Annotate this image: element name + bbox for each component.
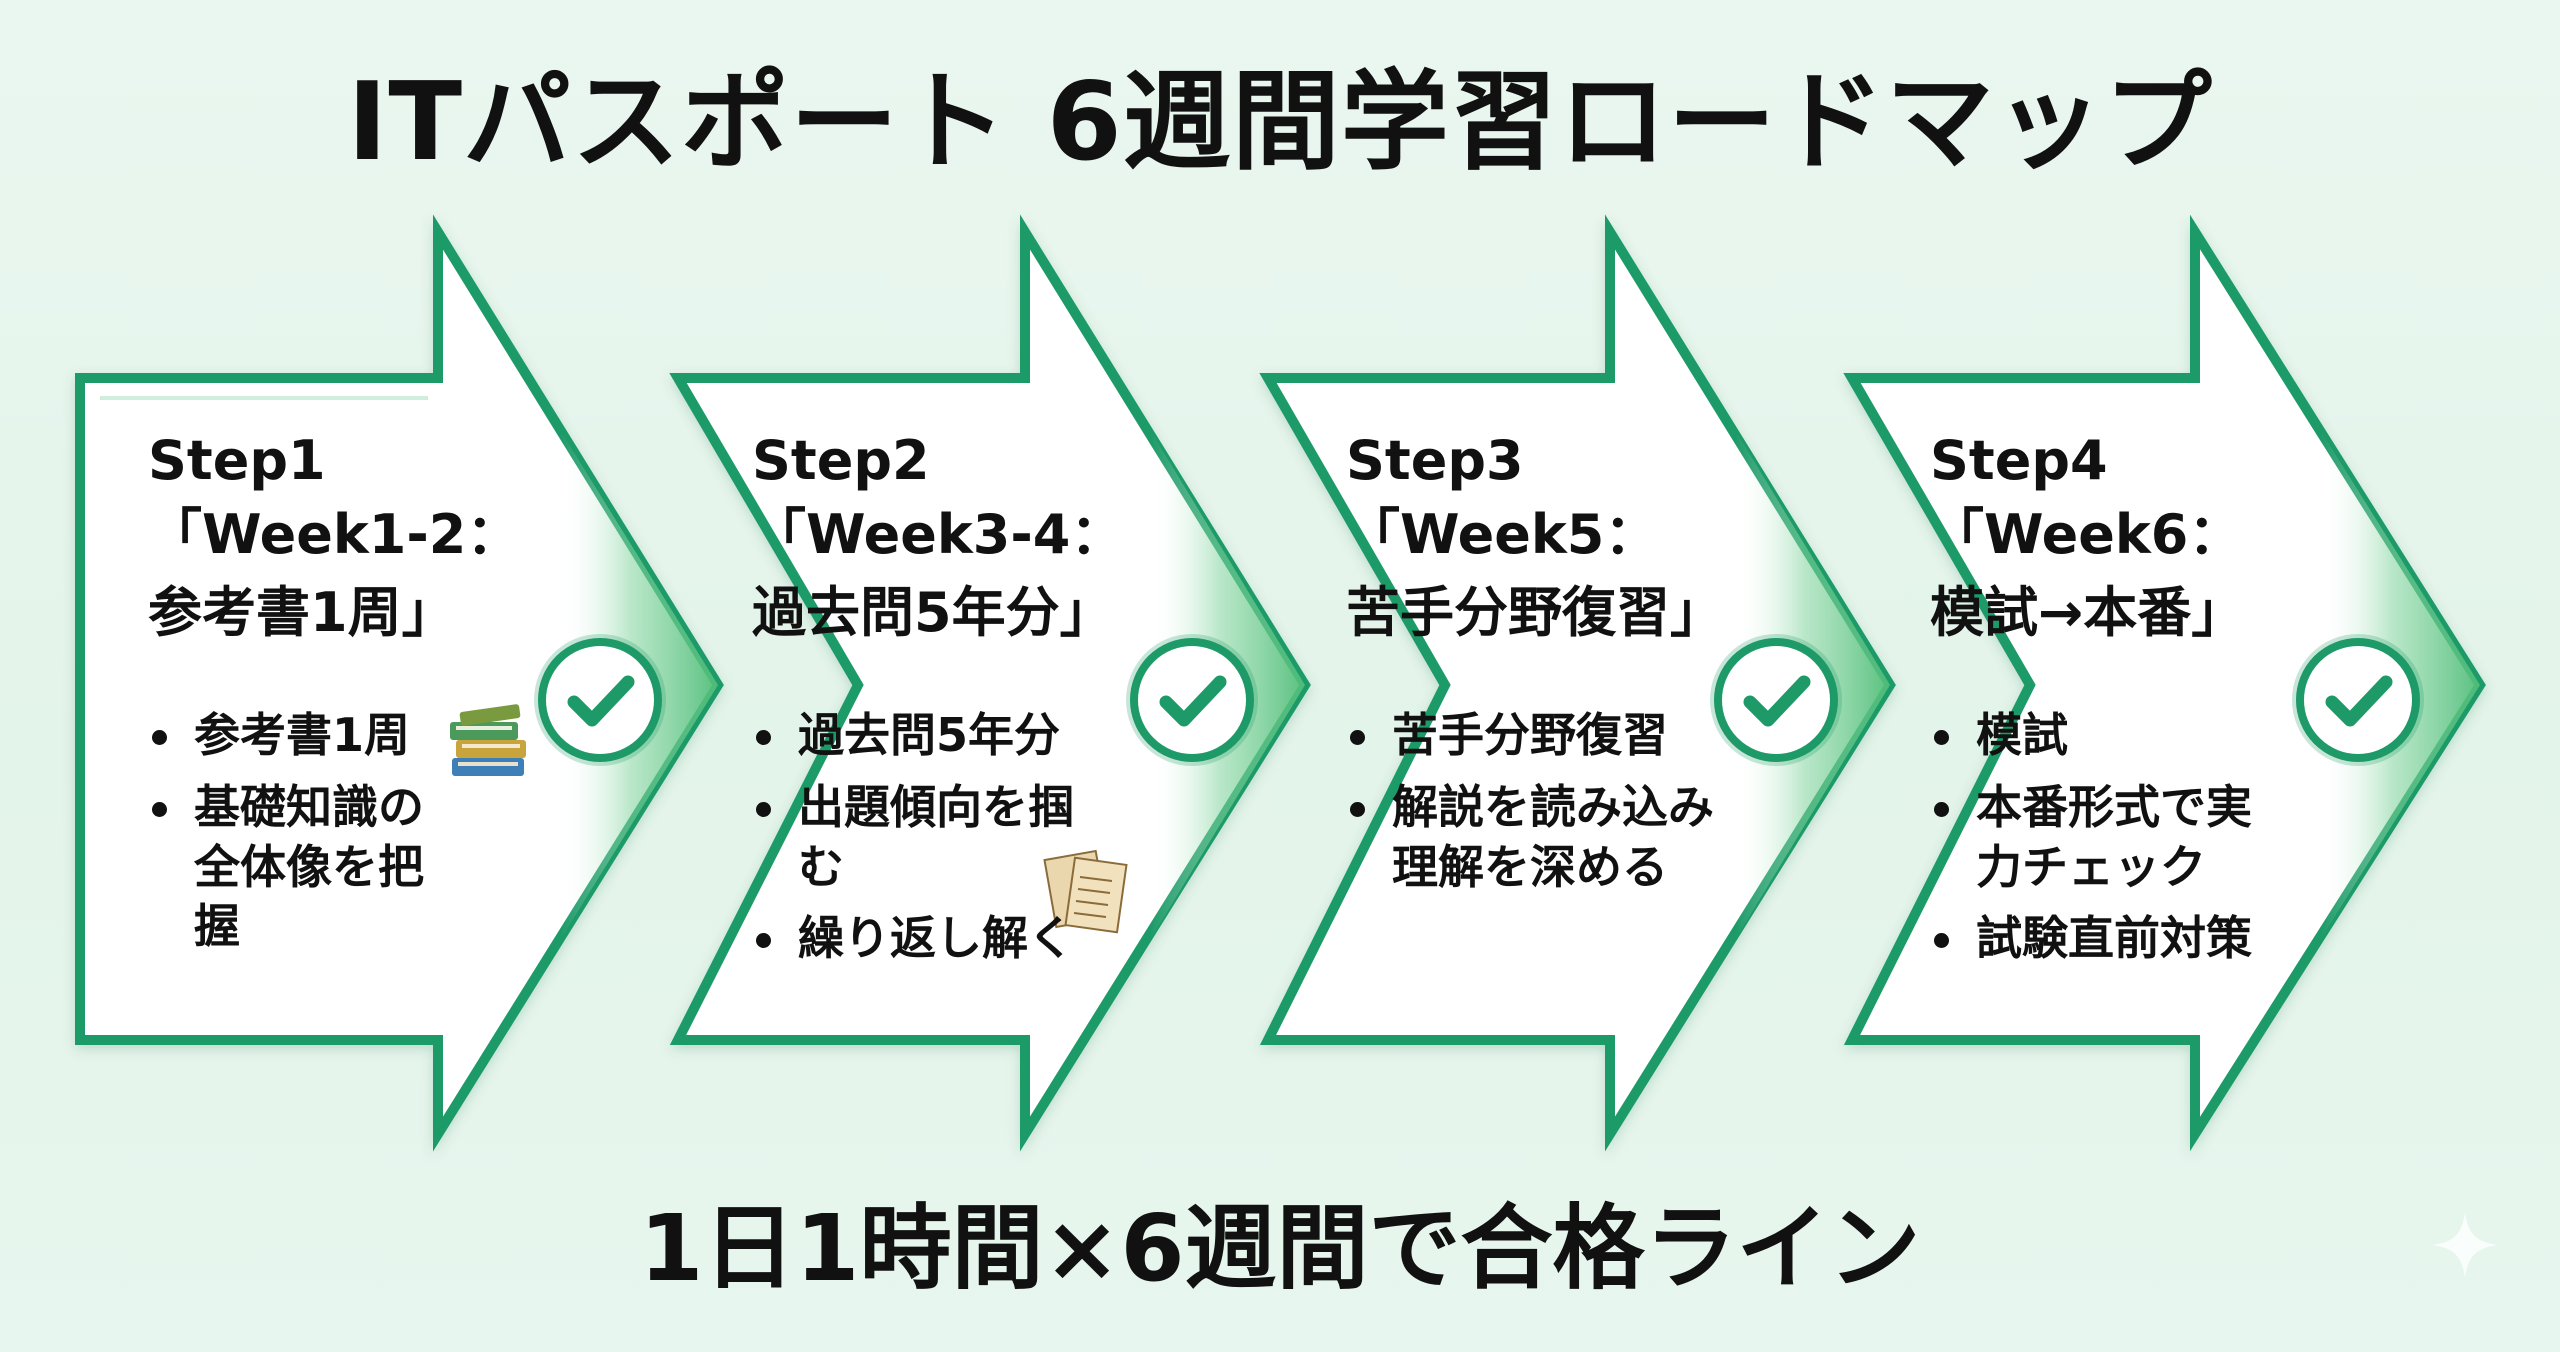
sparkle-icon	[2432, 1212, 2498, 1278]
step2-bullet: 過去問5年分	[752, 706, 1112, 766]
step1-week-line-2: 参考書1周」	[148, 581, 456, 644]
step2-bullet: 繰り返し解く	[752, 909, 1112, 969]
step1-content: Step1 「Week1-2： 参考書1周」 参考書1周 基礎知識の全体像を把握	[148, 434, 648, 969]
step1-arrow	[75, 214, 724, 1152]
step1-bullet: 参考書1周	[148, 706, 458, 766]
step4-label: Step4	[1930, 429, 2108, 492]
step4-bullet: 模試	[1930, 706, 2270, 766]
step2-label: Step2	[752, 429, 930, 492]
step3-arrow	[1259, 214, 1896, 1152]
step1-week-line-1: 「Week1-2：	[148, 503, 521, 566]
papers-icon	[1043, 849, 1128, 934]
step1-bullet-list: 参考書1周 基礎知識の全体像を把握	[148, 706, 458, 957]
step1-label: Step1	[148, 429, 326, 492]
step3-week-line-2: 苦手分野復習」	[1346, 581, 1724, 644]
step3-bullet: 苦手分野復習	[1346, 706, 1716, 766]
step2-bullet-list: 過去問5年分 出題傾向を掴む 繰り返し解く	[752, 706, 1112, 969]
step4-bullet: 本番形式で実力チェック	[1930, 778, 2270, 898]
step3-bullet-list: 苦手分野復習 解説を読み込み理解を深める	[1346, 706, 1716, 897]
step1-bullet: 基礎知識の全体像を把握	[148, 778, 458, 957]
step4-content: Step4 「Week6： 模試→本番」 模試 本番形式で実力チェック 試験直前…	[1930, 434, 2430, 981]
step2-bullet: 出題傾向を掴む	[752, 778, 1112, 898]
check-circle-icon	[534, 634, 666, 766]
step2-week-line-1: 「Week3-4：	[752, 503, 1125, 566]
step4-week-line-2: 模試→本番」	[1930, 581, 2246, 644]
step3-content: Step3 「Week5： 苦手分野復習」 苦手分野復習 解説を読み込み理解を深…	[1346, 434, 1846, 909]
page-title: ITパスポート 6週間学習ロードマップ	[347, 60, 2213, 185]
step2-arrow	[669, 214, 1311, 1152]
step2-content: Step2 「Week3-4： 過去問5年分」 過去問5年分 出題傾向を掴む 繰…	[752, 434, 1252, 981]
step2-week-line-2: 過去問5年分」	[752, 581, 1114, 644]
books-icon	[450, 704, 526, 776]
step3-bullet: 解説を読み込み理解を深める	[1346, 778, 1716, 898]
step3-week-line-1: 「Week5：	[1346, 503, 1659, 566]
step4-bullet: 試験直前対策	[1930, 909, 2270, 969]
step4-week-line-1: 「Week6：	[1930, 503, 2243, 566]
footer-summary: 1日1時間×6週間で合格ライン	[639, 1195, 1921, 1302]
check-circle-icon	[2292, 634, 2424, 766]
check-circle-icon	[1710, 634, 1842, 766]
step4-bullet-list: 模試 本番形式で実力チェック 試験直前対策	[1930, 706, 2270, 969]
step3-label: Step3	[1346, 429, 1524, 492]
check-circle-icon	[1126, 634, 1258, 766]
